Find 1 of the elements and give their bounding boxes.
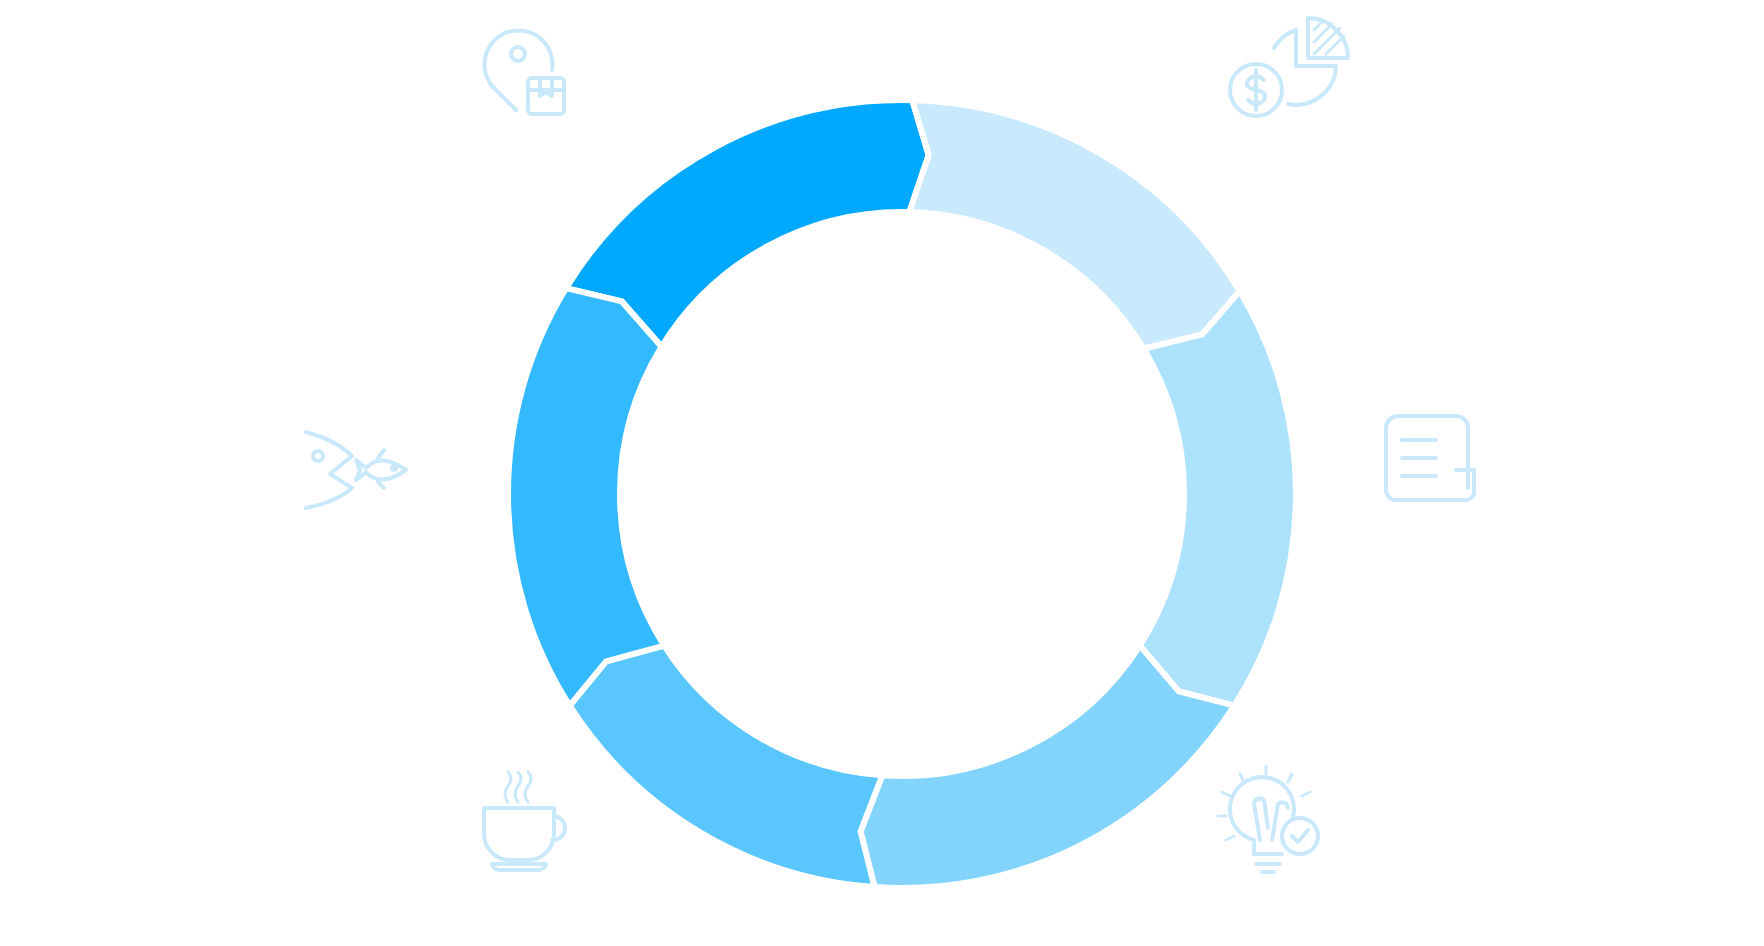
ring-segment xyxy=(505,285,668,709)
